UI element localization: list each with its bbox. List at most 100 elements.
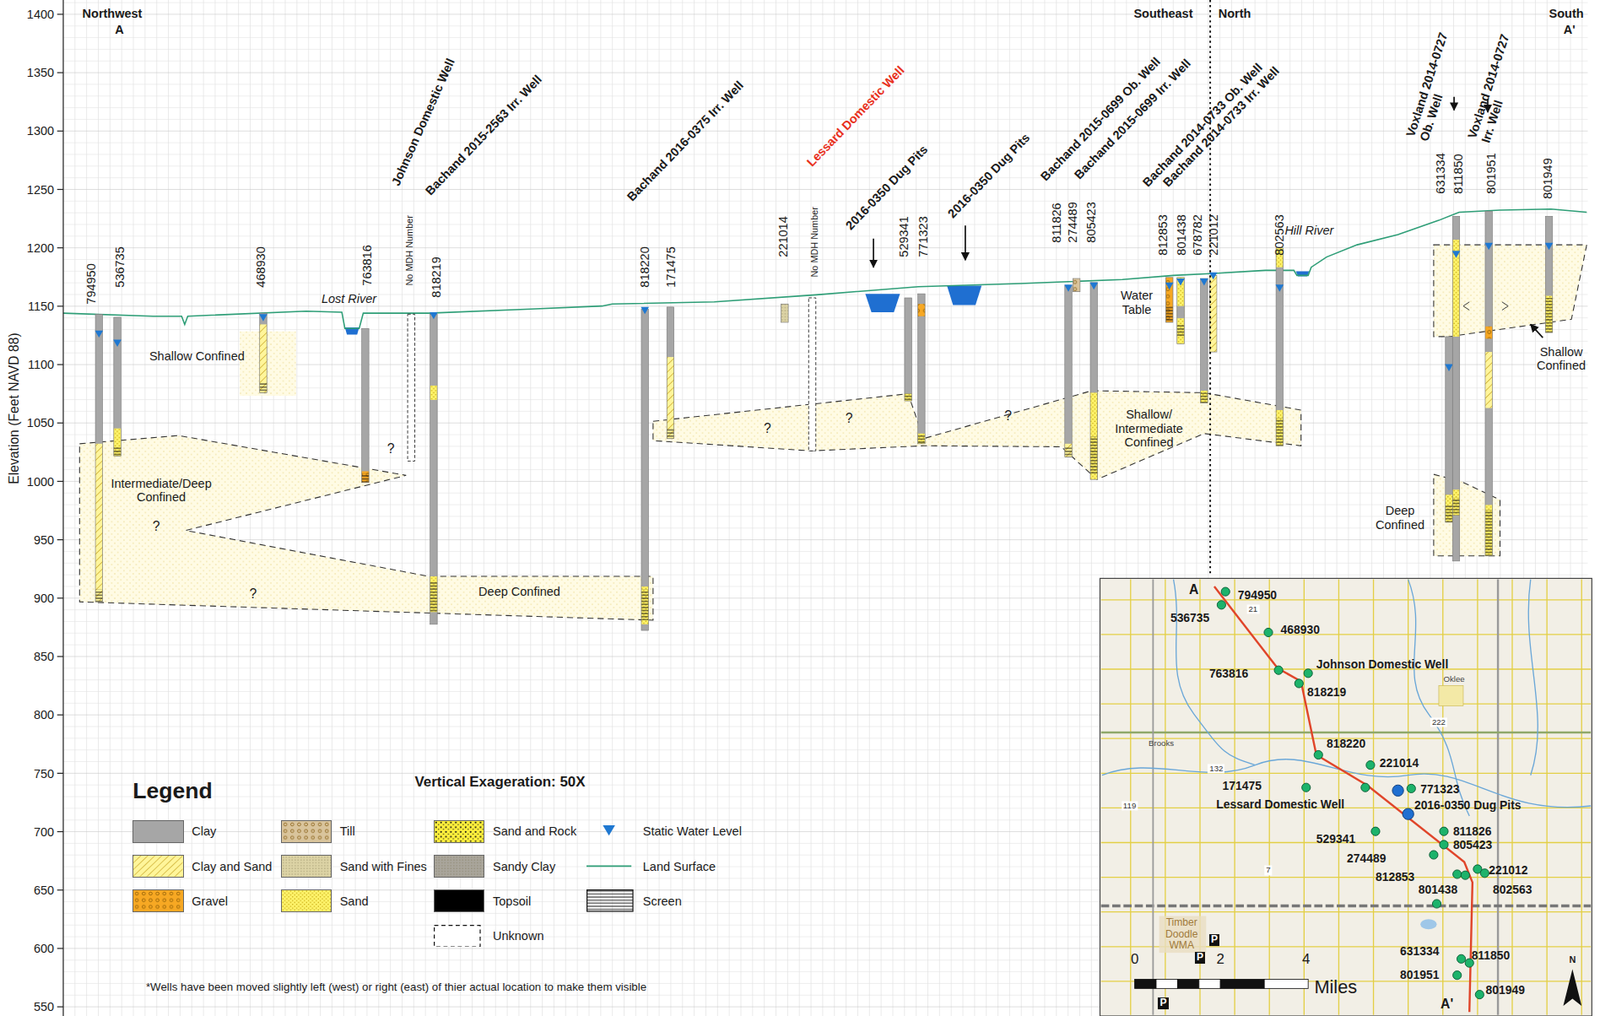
grid-line [1032, 0, 1034, 1016]
legend-text: Clay [191, 824, 217, 838]
scale-bar [1199, 978, 1221, 989]
legend-entry: Sand [281, 889, 369, 913]
pointer-arrow [872, 238, 875, 268]
north-label: N [1568, 953, 1576, 965]
grid-line [611, 0, 613, 1016]
static-water-level [429, 312, 438, 319]
direction-label: North [1218, 5, 1252, 21]
grid-line [63, 247, 1589, 249]
well-layer-pattern [430, 576, 438, 612]
map-well-label: Lessard Domestic Well [1216, 797, 1345, 811]
well-layer-pattern [95, 443, 103, 602]
legend-swatch-pattern [281, 821, 331, 843]
well-layer-pattern [918, 433, 925, 444]
well-clay [1072, 278, 1080, 292]
scale-bar [1156, 978, 1178, 989]
well-clay [1177, 277, 1184, 345]
well-clay [1445, 336, 1453, 523]
legend-entry: Clay and Sand [132, 854, 272, 878]
well-id: 771323 [916, 216, 931, 257]
map-road [1233, 579, 1235, 1016]
well-outline [1452, 216, 1460, 562]
legend-entry: Land Surface [586, 854, 716, 878]
well-layer [430, 385, 438, 400]
legend-symbol [587, 890, 633, 912]
well-id: No MDH Number [404, 215, 416, 286]
grid-line [951, 0, 952, 1016]
well-clay [781, 303, 789, 323]
well-id: 536735 [113, 247, 128, 288]
legend-swatch [281, 820, 332, 844]
axis-tick [57, 889, 64, 891]
well-column [1275, 248, 1284, 447]
pointer-arrow [964, 225, 967, 260]
uncertain-mark: ? [845, 410, 854, 427]
scale-bar [1177, 978, 1199, 989]
aquifer-label: Shallow/ Intermediate Confined [1103, 407, 1194, 450]
well-id: 171475 [664, 247, 679, 288]
section-end-label: A [114, 22, 124, 38]
section-end-label: A' [1563, 22, 1576, 38]
axis-tick [57, 714, 64, 716]
aquifer-label: Deep Confined [1369, 504, 1432, 533]
legend-symbol [433, 924, 482, 948]
well-screen [1275, 418, 1283, 447]
well-layer [1177, 306, 1184, 319]
well-layer-pattern [641, 586, 649, 625]
map-well-dot [1302, 783, 1311, 792]
map-well-dot [1294, 679, 1303, 688]
well-screen [1064, 446, 1072, 457]
legend-text: Sand and Rock [492, 824, 577, 838]
well-layer [666, 356, 674, 439]
well-layer-pattern [1165, 277, 1173, 323]
legend-swatch [132, 889, 184, 913]
well-outline [1177, 277, 1184, 345]
grid-line [63, 305, 1589, 307]
axis-tick-label: 1000 [27, 474, 55, 489]
aquifer-label: Shallow Confined [149, 349, 245, 364]
well-layer-pattern [362, 470, 369, 482]
map-well-label: 811826 [1453, 824, 1492, 838]
map-county-road [1151, 579, 1154, 1016]
well-layer [1485, 326, 1492, 340]
grid-line [63, 48, 1589, 50]
grid-line [63, 177, 1589, 179]
inset-map [1100, 578, 1593, 1016]
well-column [259, 313, 268, 393]
grid-line [1511, 0, 1513, 1016]
aquifer-zone [653, 390, 1302, 480]
well-layer-pattern [113, 428, 121, 457]
static-water-level [1452, 250, 1461, 258]
well-column [1176, 277, 1185, 345]
map-road [1338, 579, 1340, 1016]
well-column [918, 293, 925, 444]
map-road-number: 7 [1264, 865, 1272, 876]
well-id: 818219 [429, 257, 444, 298]
axis-tick [57, 831, 64, 833]
well-outline [113, 317, 121, 456]
well-layer [641, 586, 649, 625]
scale-unit: Miles [1313, 977, 1357, 999]
well-id: 802563 [1272, 214, 1287, 255]
legend-symbol [586, 854, 635, 878]
map-town [1438, 685, 1464, 706]
map-well-label: 801438 [1418, 882, 1458, 897]
well-layer-pattern [1275, 410, 1283, 446]
map-well-label: 818219 [1307, 685, 1346, 699]
map-well-dot [1475, 990, 1484, 1000]
map-well-dot [1460, 870, 1470, 880]
axis-tick [57, 247, 64, 249]
river-label: Lost River [321, 291, 377, 307]
grid-line [845, 0, 847, 1016]
axis-tick [57, 655, 64, 657]
wells [94, 210, 1553, 631]
map-road-number: 119 [1121, 801, 1138, 811]
axis-tick-label: 600 [33, 941, 55, 957]
legend-entry: Sand and Rock [433, 820, 577, 844]
well-id: 801949 [1540, 157, 1556, 199]
well-outline [1545, 216, 1552, 333]
map-well-label: 468930 [1281, 622, 1320, 637]
scale-bar [1135, 978, 1157, 989]
map-stream [1408, 579, 1471, 817]
legend-swatch-pattern [281, 855, 331, 877]
